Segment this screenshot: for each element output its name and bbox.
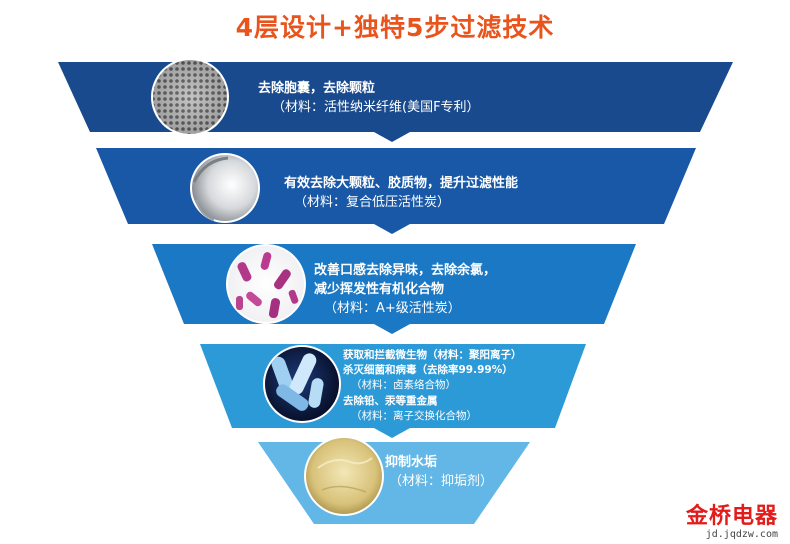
layer-3-text: 改善口感去除异味，去除余氯， 减少挥发性有机化合物 （材料：A+级活性炭） bbox=[314, 262, 496, 319]
brand-url: jd.jqdzw.com bbox=[705, 529, 778, 540]
layer-4-function-3: 去除铅、汞等重金属 bbox=[343, 394, 438, 407]
layer-1-function: 去除胞囊，去除颗粒 bbox=[258, 81, 376, 96]
layer-4-function-2: 杀灭细菌和病毒（去除率99.99%） bbox=[343, 364, 513, 377]
layer-3-function: 改善口感去除异味，去除余氯， bbox=[314, 263, 497, 278]
layer-1-material: （材料：活性纳米纤维(美国F专利） bbox=[272, 99, 480, 115]
layer-5-material: （材料：抑垢剂） bbox=[389, 473, 494, 489]
nanofiber-micrograph-icon bbox=[151, 58, 229, 136]
microbes-icon bbox=[226, 244, 306, 324]
brand-name: 金桥电器 bbox=[685, 504, 778, 529]
bacteria-icon bbox=[263, 345, 341, 423]
layer-1-text: 去除胞囊，去除颗粒 （材料：活性纳米纤维(美国F专利） bbox=[258, 80, 480, 118]
page-title: 4层设计+独特5步过滤技术 bbox=[235, 13, 555, 42]
layer-2-function: 有效去除大颗粒、胶质物，提升过滤性能 bbox=[284, 176, 519, 191]
brand-watermark: 金桥电器 jd.jqdzw.com bbox=[686, 506, 778, 541]
carbon-surface-icon bbox=[190, 153, 260, 223]
layer-4-text: 获取和拦截微生物（材料：聚阳离子） 杀灭细菌和病毒（去除率99.99%） （材料… bbox=[343, 348, 522, 424]
layer-5-function: 抑制水垢 bbox=[385, 455, 438, 470]
layer-2-text: 有效去除大颗粒、胶质物，提升过滤性能 （材料：复合低压活性炭） bbox=[284, 175, 518, 213]
layer-4-material: （材料：卤素络合物） bbox=[351, 379, 456, 392]
layer-2-material: （材料：复合低压活性炭） bbox=[294, 194, 451, 210]
layer-5-text: 抑制水垢 （材料：抑垢剂） bbox=[385, 454, 493, 492]
layer-4-material-2: （材料：离子交换化合物） bbox=[351, 409, 477, 422]
layer-4-function: 获取和拦截微生物（材料：聚阳离子） bbox=[343, 349, 522, 361]
layer-3-function-2: 减少挥发性有机化合物 bbox=[314, 281, 445, 297]
layer-3-material: （材料：A+级活性炭） bbox=[324, 300, 461, 316]
scale-crystal-icon bbox=[304, 436, 384, 516]
layer-1-band bbox=[58, 62, 733, 142]
